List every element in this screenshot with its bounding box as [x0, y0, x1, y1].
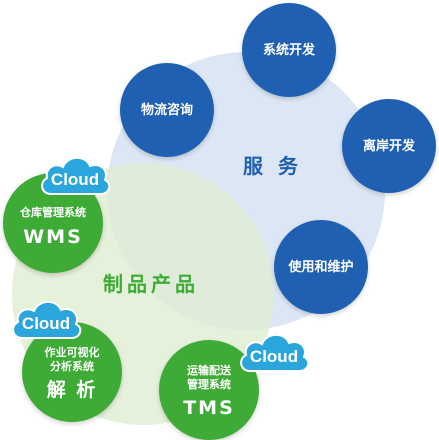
cloud-shape: [41, 156, 111, 195]
service-node-label: 物流咨询: [140, 102, 193, 118]
service-node-offshore-dev[interactable]: 离岸开发: [342, 99, 436, 193]
product-node-name: WMS: [23, 225, 83, 248]
cloud-icon: Cloud: [8, 294, 84, 342]
service-node-label: 离岸开发: [362, 138, 415, 154]
product-node-desc: 运输配送: [187, 364, 231, 377]
product-node-desc: 作业可视化: [44, 346, 100, 359]
product-node-desc: 分析系统: [50, 360, 94, 373]
service-node-logistics-consulting[interactable]: 物流咨询: [120, 63, 214, 157]
product-node-desc: 管理系统: [187, 378, 231, 391]
cloud-icon: Cloud: [236, 327, 312, 375]
cloud-label: Cloud: [249, 347, 299, 366]
product-node-tms[interactable]: 运输配送 管理系统 TMS: [159, 340, 259, 440]
cloud-shape: [12, 300, 82, 339]
product-node-desc: 仓库管理系统: [20, 205, 86, 219]
cloud-icon: Cloud: [37, 150, 113, 198]
cloud-shape: [240, 333, 310, 372]
service-node-label: 使用和维护: [288, 259, 354, 275]
product-node-name: 解 析: [46, 379, 98, 401]
cloud-label: Cloud: [21, 314, 71, 333]
service-node-operation-maintenance[interactable]: 使用和维护: [274, 220, 368, 314]
service-node-label: 系统开发: [262, 42, 315, 58]
product-cluster-label: 制品产品: [103, 272, 199, 296]
service-node-system-dev[interactable]: 系统开发: [242, 3, 336, 97]
cloud-label: Cloud: [50, 170, 100, 189]
product-node-wms[interactable]: 仓库管理系统 WMS: [3, 173, 103, 273]
product-node-name: TMS: [183, 397, 235, 419]
service-cluster-label: 服 务: [243, 154, 302, 178]
